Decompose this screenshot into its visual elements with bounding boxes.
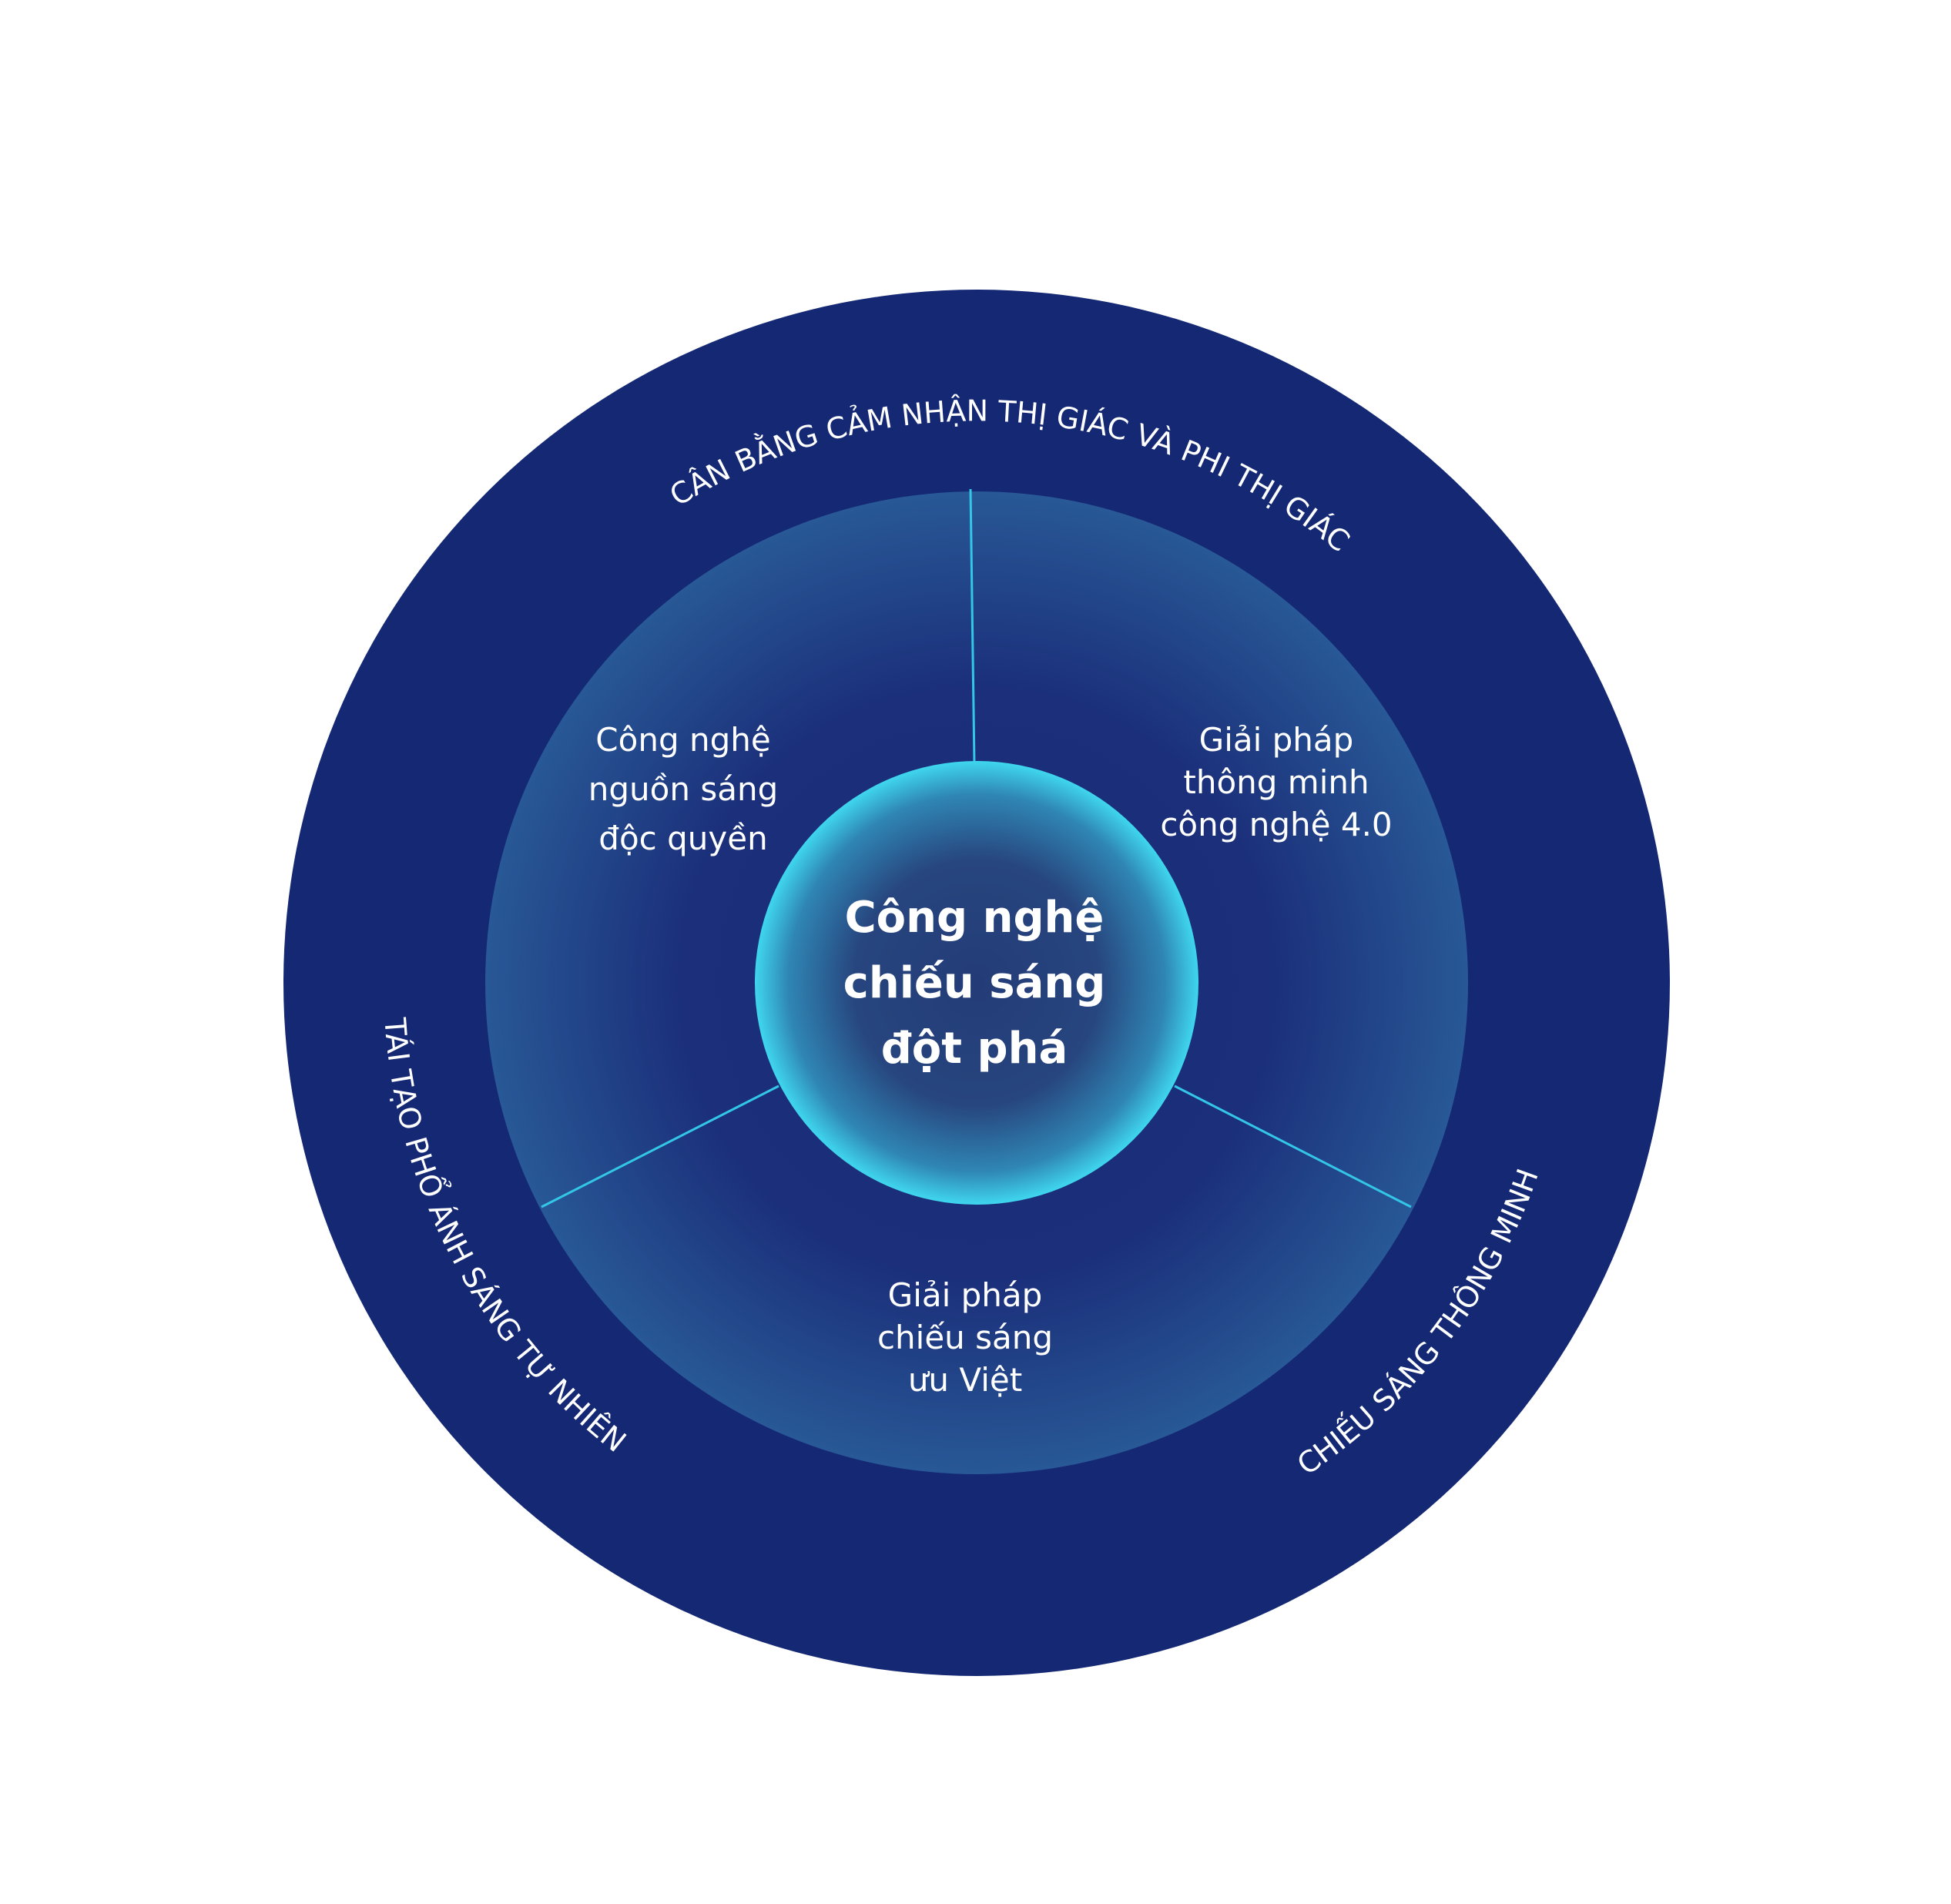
segment-bottom-line: Giải pháp <box>888 1276 1043 1314</box>
spoke-right <box>1174 1084 1412 1208</box>
segment-right-line: thông minh <box>1183 763 1369 801</box>
spoke-top <box>969 488 976 765</box>
segment-left-line: nguồn sáng <box>588 770 778 808</box>
segment-bottom-label: Giải pháp chiếu sáng ưu Việt <box>877 1276 1053 1399</box>
segment-left-line: độc quyền <box>598 820 767 857</box>
core-label-line: Công nghệ <box>845 893 1105 943</box>
segment-bottom-line: chiếu sáng <box>877 1319 1053 1356</box>
core-label-line: chiếu sáng <box>843 958 1106 1008</box>
segment-bottom-line: ưu Việt <box>908 1361 1022 1399</box>
segment-right-line: công nghệ 4.0 <box>1160 806 1392 843</box>
core-label-line: đột phá <box>881 1024 1068 1074</box>
spoke-left <box>541 1084 779 1208</box>
segment-right-line: Giải pháp <box>1199 721 1354 759</box>
segment-right-label: Giải pháp thông minh công nghệ 4.0 <box>1160 721 1392 843</box>
segment-left-label: Công nghệ nguồn sáng độc quyền <box>588 721 778 857</box>
core-circle <box>755 761 1198 1205</box>
core-label: Công nghệ chiếu sáng đột phá <box>843 893 1106 1074</box>
segment-left-line: Công nghệ <box>595 721 770 759</box>
